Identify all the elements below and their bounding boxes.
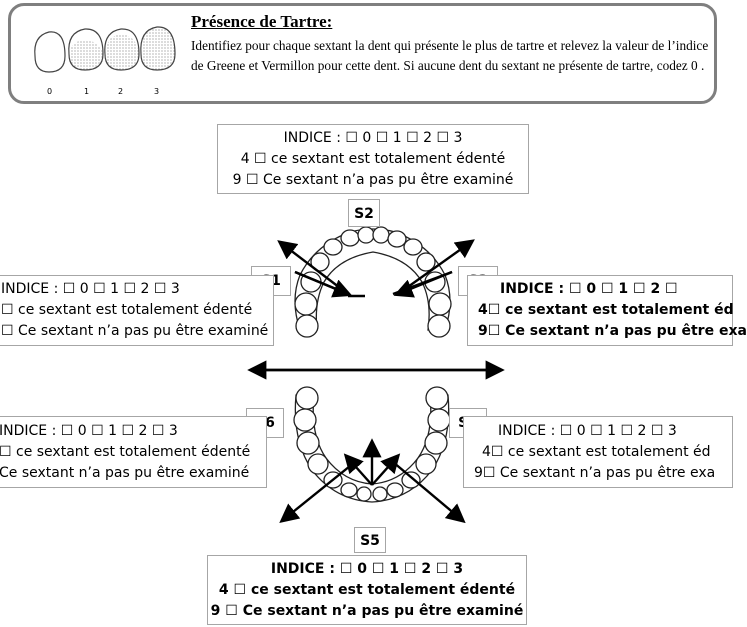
s4-edentulous-option[interactable]: 4☐ ce sextant est totalement éd	[482, 444, 711, 460]
s4-not-examined-option[interactable]: 9☐ Ce sextant n’a pas pu être exa	[474, 465, 716, 481]
sextant-s1-box: INDICE : ☐ 0 ☐ 1 ☐ 2 ☐ 3 ☐ ce sextant es…	[0, 275, 274, 346]
sextant-s6-box: INDICE : ☐ 0 ☐ 1 ☐ 2 ☐ 3 ☐ ce sextant es…	[0, 416, 267, 488]
scale-label-2: 2	[118, 87, 123, 96]
sextant-s4-box: INDICE : ☐ 0 ☐ 1 ☐ 2 ☐ 3 4☐ ce sextant e…	[463, 416, 733, 488]
s3-index-options[interactable]: INDICE : ☐ 0 ☐ 1 ☐ 2 ☐	[500, 281, 678, 297]
s5-index-options[interactable]: INDICE : ☐ 0 ☐ 1 ☐ 2 ☐ 3	[270, 561, 464, 577]
scale-label-3: 3	[154, 87, 159, 96]
scale-label-0: 0	[47, 87, 52, 96]
section-title: Présence de Tartre:	[191, 12, 333, 31]
s6-edentulous-option[interactable]: ☐ ce sextant est totalement édenté	[0, 444, 251, 460]
instruction-text: Identifiez pour chaque sextant la dent q…	[191, 38, 709, 73]
s6-index-options[interactable]: INDICE : ☐ 0 ☐ 1 ☐ 2 ☐ 3	[0, 423, 178, 439]
s4-index-options[interactable]: INDICE : ☐ 0 ☐ 1 ☐ 2 ☐ 3	[498, 423, 677, 439]
sextant-s5-box: INDICE : ☐ 0 ☐ 1 ☐ 2 ☐ 3 4 ☐ ce sextant …	[207, 555, 527, 625]
s2-edentulous-option[interactable]: 4 ☐ ce sextant est totalement édenté	[240, 151, 506, 167]
s2-index-options[interactable]: INDICE : ☐ 0 ☐ 1 ☐ 2 ☐ 3	[283, 130, 463, 146]
s1-not-examined-option[interactable]: ☐ Ce sextant n’a pas pu être examiné	[1, 323, 269, 339]
s3-not-examined-option[interactable]: 9☐ Ce sextant n’a pas pu être exa	[478, 323, 747, 339]
s6-not-examined-option[interactable]: Ce sextant n’a pas pu être examiné	[0, 465, 250, 481]
dental-chart-diagram	[247, 226, 505, 524]
instruction-panel: 0 1 2 3 Présence de Tartre: Identifiez p…	[8, 3, 717, 104]
s1-edentulous-option[interactable]: ☐ ce sextant est totalement édenté	[1, 302, 253, 318]
s2-not-examined-option[interactable]: 9 ☐ Ce sextant n’a pas pu être examiné	[232, 172, 514, 188]
sextant-label-s2: S2	[348, 199, 380, 227]
s1-index-options[interactable]: INDICE : ☐ 0 ☐ 1 ☐ 2 ☐ 3	[1, 281, 180, 297]
sextant-s2-box: INDICE : ☐ 0 ☐ 1 ☐ 2 ☐ 3 4 ☐ ce sextant …	[217, 124, 529, 194]
s5-not-examined-option[interactable]: 9 ☐ Ce sextant n’a pas pu être examiné	[210, 603, 524, 619]
tartar-scale-teeth-illustration: 0 1 2 3	[34, 26, 176, 96]
sextant-s3-box: INDICE : ☐ 0 ☐ 1 ☐ 2 ☐ 4☐ ce sextant est…	[467, 275, 747, 346]
s5-edentulous-option[interactable]: 4 ☐ ce sextant est totalement édenté	[218, 582, 516, 598]
scale-label-1: 1	[84, 87, 89, 96]
upper-dental-arch	[294, 226, 452, 338]
s3-edentulous-option[interactable]: 4☐ ce sextant est totalement éd	[478, 302, 734, 318]
sextant-label-s5: S5	[354, 527, 386, 553]
